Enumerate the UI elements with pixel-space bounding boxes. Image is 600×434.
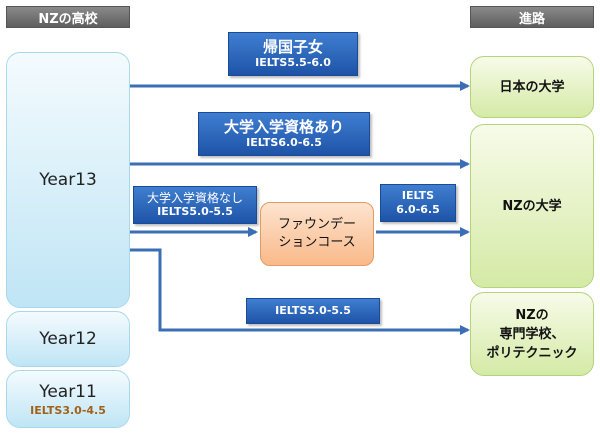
year11-box: Year11 IELTS3.0-4.5	[6, 370, 130, 428]
label-ielts-foundation-exit-score: 6.0-6.5	[396, 203, 440, 216]
dest-nz-university-label: NZの大学	[502, 198, 562, 214]
dest-nz-polytechnic: NZの 専門学校、 ポリテクニック	[470, 292, 594, 376]
header-career-path: 進路	[470, 6, 594, 28]
label-returnee-ielts: IELTS5.5-6.0	[255, 56, 331, 69]
arrow-to-polytechnic	[130, 248, 470, 335]
dest-nz-polytechnic-line2: 専門学校、	[499, 326, 565, 342]
label-ielts-foundation-exit-title: IELTS	[401, 189, 435, 202]
foundation-course-line2: ションコース	[278, 235, 356, 250]
foundation-course-line1: ファウンデー	[277, 217, 356, 232]
year13-label: Year13	[39, 170, 97, 190]
label-polytechnic-ielts: IELTS5.0-5.5	[246, 298, 380, 324]
label-returnee: 帰国子女 IELTS5.5-6.0	[228, 32, 358, 76]
header-nz-high-school: NZの高校	[6, 6, 130, 28]
dest-nz-polytechnic-line3: ポリテクニック	[486, 345, 578, 361]
foundation-course-box: ファウンデー ションコース	[260, 202, 374, 266]
dest-japan-university: 日本の大学	[470, 56, 594, 118]
year11-label: Year11	[39, 381, 97, 402]
year13-box: Year13	[6, 52, 130, 308]
dest-japan-university-label: 日本の大学	[499, 79, 565, 95]
year12-box: Year12	[6, 311, 130, 367]
label-university-unqualified-ielts: IELTS5.0-5.5	[157, 205, 233, 218]
label-ielts-foundation-exit: IELTS 6.0-6.5	[380, 184, 456, 222]
year12-label: Year12	[39, 329, 97, 349]
label-university-qualified-title: 大学入学資格あり	[223, 118, 344, 136]
year11-ielts: IELTS3.0-4.5	[30, 403, 106, 417]
label-university-qualified-ielts: IELTS6.0-6.5	[246, 136, 322, 149]
label-university-unqualified-title: 大学入学資格なし	[146, 191, 243, 205]
dest-nz-polytechnic-line1: NZの	[515, 307, 549, 323]
label-university-qualified: 大学入学資格あり IELTS6.0-6.5	[198, 112, 370, 156]
label-university-unqualified: 大学入学資格なし IELTS5.0-5.5	[133, 186, 257, 224]
dest-nz-university: NZの大学	[470, 124, 594, 288]
label-returnee-title: 帰国子女	[262, 38, 323, 56]
label-polytechnic-ielts-score: IELTS5.0-5.5	[275, 304, 351, 317]
